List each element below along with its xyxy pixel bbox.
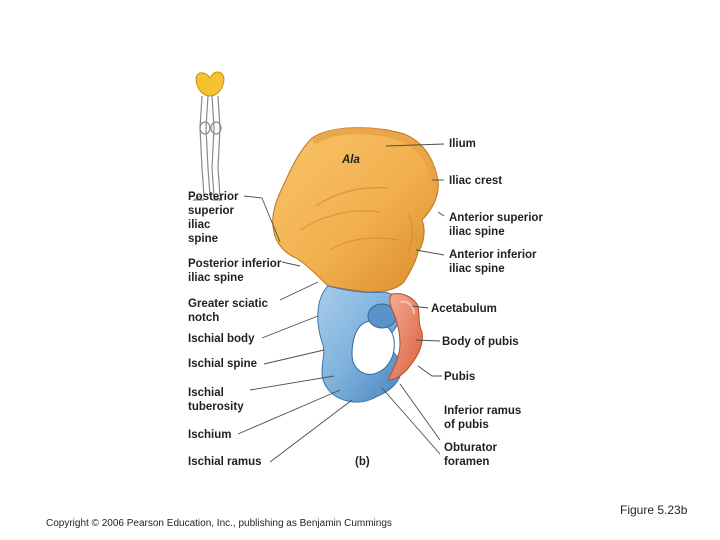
leader-lines <box>237 143 445 463</box>
obturator-foramen-shape <box>351 320 395 375</box>
ala-label: Ala <box>342 154 360 166</box>
label-posterior-inferior-iliac-spine: Posterior inferior iliac spine <box>188 258 282 284</box>
label-body-of-pubis: Body of pubis <box>442 336 519 348</box>
label-ischial-spine: Ischial spine <box>188 358 258 370</box>
copyright-notice: Copyright © 2006 Pearson Education, Inc.… <box>46 518 392 529</box>
figure-number: Figure 5.23b <box>620 503 688 517</box>
label-obturator-foramen: Obturator foramen <box>444 442 498 468</box>
label-ischial-ramus: Ischial ramus <box>188 456 262 468</box>
label-inferior-ramus-of-pubis: Inferior ramus of pubis <box>444 405 522 431</box>
label-ischial-tuberosity: Ischial tuberosity <box>188 387 244 413</box>
label-ischium: Ischium <box>188 429 232 441</box>
ilium-region <box>272 127 439 293</box>
label-ilium: Ilium <box>449 138 476 150</box>
label-anterior-superior-iliac-spine: Anterior superior iliac spine <box>449 212 543 238</box>
label-posterior-superior-iliac-spine: Posterior superior iliac spine <box>188 191 239 245</box>
label-greater-sciatic-notch: Greater sciatic notch <box>188 298 268 324</box>
skeleton-thumbnail-icon <box>192 71 225 201</box>
label-pubis: Pubis <box>444 371 476 383</box>
pubis-region <box>387 293 423 381</box>
label-acetabulum: Acetabulum <box>431 303 497 315</box>
panel-label: (b) <box>355 456 370 468</box>
label-ischial-body: Ischial body <box>188 333 255 345</box>
hip-bone <box>272 127 439 403</box>
label-anterior-inferior-iliac-spine: Anterior inferior iliac spine <box>449 249 537 275</box>
label-iliac-crest: Iliac crest <box>449 175 503 187</box>
